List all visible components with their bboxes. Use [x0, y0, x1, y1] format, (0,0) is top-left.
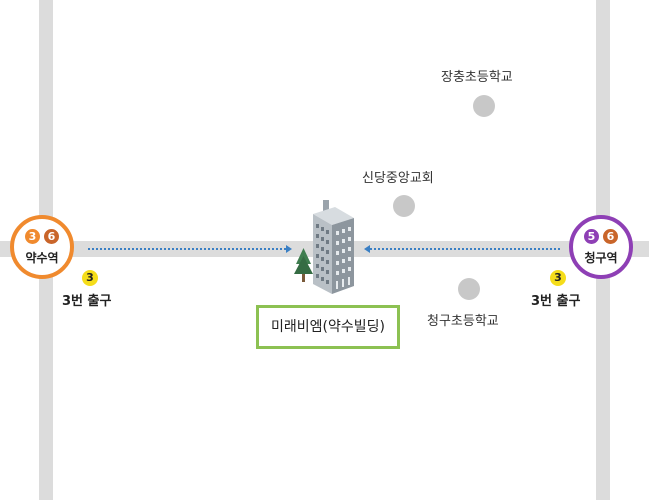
- landmark-label-cheonggu: 청구초등학교: [427, 314, 499, 329]
- line-3-badge: 3: [25, 229, 40, 244]
- landmark-marker-jangchung[interactable]: [473, 95, 495, 117]
- line-6-badge: 6: [44, 229, 59, 244]
- route-from-right-station: [370, 248, 560, 250]
- route-arrow-right-icon: [286, 245, 292, 253]
- route-arrow-left-icon: [364, 245, 370, 253]
- station-lines: 3 6: [14, 229, 70, 244]
- station-lines: 5 6: [573, 229, 629, 244]
- exit-label-left: 3번 출구: [62, 294, 112, 309]
- station-name: 약수역: [25, 251, 59, 265]
- exit-number-badge-left: 3: [82, 270, 98, 286]
- exit-number-badge-right: 3: [550, 270, 566, 286]
- landmark-marker-cheonggu[interactable]: [458, 278, 480, 300]
- building-icon: [294, 200, 354, 294]
- line-5-badge: 5: [584, 229, 599, 244]
- station-yaksu[interactable]: 3 6 약수역: [10, 215, 74, 279]
- target-building-label[interactable]: 미래비엠(약수빌딩): [256, 305, 400, 349]
- line-6-badge: 6: [603, 229, 618, 244]
- landmark-label-jangchung: 장충초등학교: [441, 70, 513, 85]
- landmark-label-sindang: 신당중앙교회: [362, 171, 434, 186]
- station-name: 청구역: [584, 251, 618, 265]
- station-cheonggu[interactable]: 5 6 청구역: [569, 215, 633, 279]
- exit-label-right: 3번 출구: [531, 294, 581, 309]
- landmark-marker-sindang[interactable]: [393, 195, 415, 217]
- route-from-left-station: [88, 248, 286, 250]
